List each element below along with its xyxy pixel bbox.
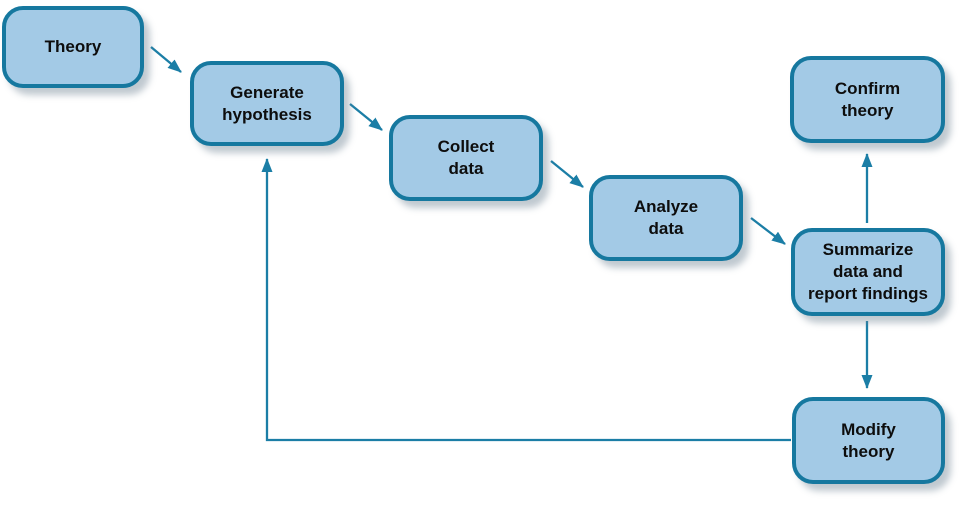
node-modify-theory-label: Modify theory: [841, 419, 896, 461]
node-modify-theory: Modify theory: [792, 397, 945, 484]
edge-theory-to-generate-hypothesis: [150, 46, 182, 73]
node-collect-data: Collect data: [389, 115, 543, 201]
node-theory-label: Theory: [44, 37, 102, 57]
node-collect-data-label: Collect data: [437, 137, 495, 178]
node-analyze-data-label: Analyze data: [633, 197, 699, 238]
node-generate-hypothesis-label: Generate hypothesis: [222, 82, 312, 124]
edge-modify-theory-to-generate-hypothesis: [261, 158, 791, 442]
edge-analyze-data-to-summarize-data: [750, 217, 786, 245]
node-confirm-theory-label: Confirm theory: [834, 78, 901, 120]
edge-collect-data-to-analyze-data: [550, 160, 584, 188]
node-generate-hypothesis: Generate hypothesis: [190, 61, 344, 146]
edge-generate-hypothesis-to-collect-data: [349, 103, 383, 131]
node-confirm-theory: Confirm theory: [790, 56, 945, 143]
node-analyze-data: Analyze data: [589, 175, 743, 261]
node-theory: Theory: [2, 6, 144, 88]
node-summarize-data: Summarize data and report findings: [791, 228, 945, 316]
node-summarize-data-label: Summarize data and report findings: [808, 240, 928, 303]
